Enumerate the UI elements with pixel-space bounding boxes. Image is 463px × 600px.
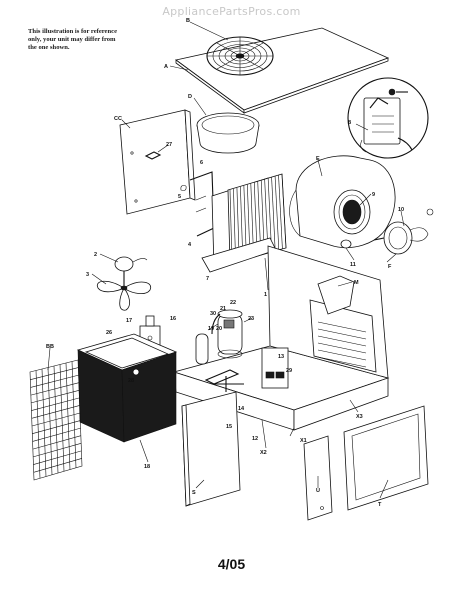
callout-29: 29 [286, 368, 292, 374]
callout-10: 10 [398, 207, 404, 213]
grille-wire [33, 458, 82, 473]
heater-coil [317, 328, 367, 340]
date-code: 4/05 [217, 556, 246, 572]
callout-s: S [192, 490, 196, 496]
callout-1: 1 [264, 292, 267, 298]
fan-orifice-ring [196, 112, 260, 154]
grille-panel-bb [29, 359, 83, 481]
callout-labels: B A D CC 27 6 5 4 7 8 E 9 10 11 F 1 M 2 … [46, 18, 404, 508]
callout-9: 9 [372, 192, 375, 198]
callout-22: 22 [230, 300, 236, 306]
callout-11: 11 [350, 262, 356, 268]
compressor [195, 309, 253, 392]
callout-x1: X1 [300, 438, 307, 444]
callout-23: 23 [248, 316, 254, 322]
grille-wire [30, 382, 79, 396]
grille-wire [33, 450, 82, 465]
callout-a: A [164, 64, 168, 70]
callout-15: 15 [226, 424, 232, 430]
callout-26: 26 [106, 330, 112, 336]
callout-27: 27 [166, 142, 172, 148]
heater-coil [317, 342, 367, 354]
grille-wire [31, 389, 80, 404]
condenser-coil-box [76, 333, 178, 443]
top-panel [175, 27, 390, 114]
blower-housing [289, 155, 396, 249]
watermark: AppliancePartsPros.com [162, 5, 301, 18]
control-detail-inset [347, 77, 429, 159]
callout-16: 16 [170, 316, 176, 322]
callout-19: 19 [208, 326, 214, 332]
reference-note: This illustration is for reference only,… [28, 28, 198, 52]
callout-b: B [186, 18, 190, 24]
grille-wire [30, 374, 79, 388]
coil-fin [271, 177, 276, 251]
grille-wire [30, 367, 79, 381]
callout-6: 6 [200, 160, 203, 166]
fan-guard-grille [206, 36, 274, 76]
callout-t: T [378, 502, 382, 508]
heater-coil [317, 321, 367, 333]
heater-coil [317, 335, 367, 347]
callout-28: 28 [128, 378, 134, 384]
callout-bb: BB [46, 344, 54, 350]
coil-fin [278, 175, 283, 249]
heater-coil [317, 349, 367, 361]
callout-13: 13 [278, 354, 284, 360]
condenser-fan-blade [96, 280, 152, 311]
callout-x3: X3 [356, 414, 363, 420]
callout-u: U [316, 488, 320, 494]
callout-2: 2 [94, 252, 97, 258]
callout-18: 18 [144, 464, 150, 470]
grille-wire [32, 427, 81, 442]
reference-note-line-1: This illustration is for reference [28, 28, 118, 35]
blower-motor [373, 208, 434, 255]
callout-4: 4 [188, 242, 192, 248]
callout-d: D [188, 94, 192, 100]
indoor-coil [201, 173, 287, 273]
grille-wire [31, 412, 81, 427]
side-panel-cc [119, 109, 196, 215]
condenser-fan-motor [114, 256, 148, 286]
heater-coil [317, 356, 367, 368]
access-panel-s [181, 391, 241, 507]
unit-chassis [172, 245, 390, 431]
callout-x2: X2 [260, 450, 267, 456]
grille-wire [31, 405, 80, 419]
callout-cc: CC [114, 116, 122, 122]
callout-30: 30 [210, 311, 216, 317]
coil-fin [274, 176, 280, 250]
grille-wire [33, 442, 82, 458]
callout-f: F [388, 264, 392, 270]
callout-3: 3 [86, 272, 89, 278]
callout-8: 8 [348, 120, 351, 126]
callout-21: 21 [220, 306, 226, 312]
grille-wire [32, 420, 81, 435]
reference-note-line-2: only, your unit may differ from [28, 36, 116, 43]
reference-note-line-3: the one shown. [28, 44, 70, 51]
callout-e: E [316, 156, 320, 162]
grille-wire [32, 435, 81, 450]
callout-7: 7 [206, 276, 209, 282]
callout-m: M [354, 280, 359, 286]
callout-14: 14 [238, 406, 245, 412]
grille-wire [31, 397, 80, 411]
access-panel-t [343, 405, 429, 511]
callout-20: 20 [216, 326, 222, 332]
leader-lines [47, 21, 405, 499]
coil-fin [281, 173, 287, 249]
callout-12: 12 [252, 436, 258, 442]
callout-17: 17 [126, 318, 132, 324]
callout-5: 5 [178, 194, 181, 200]
